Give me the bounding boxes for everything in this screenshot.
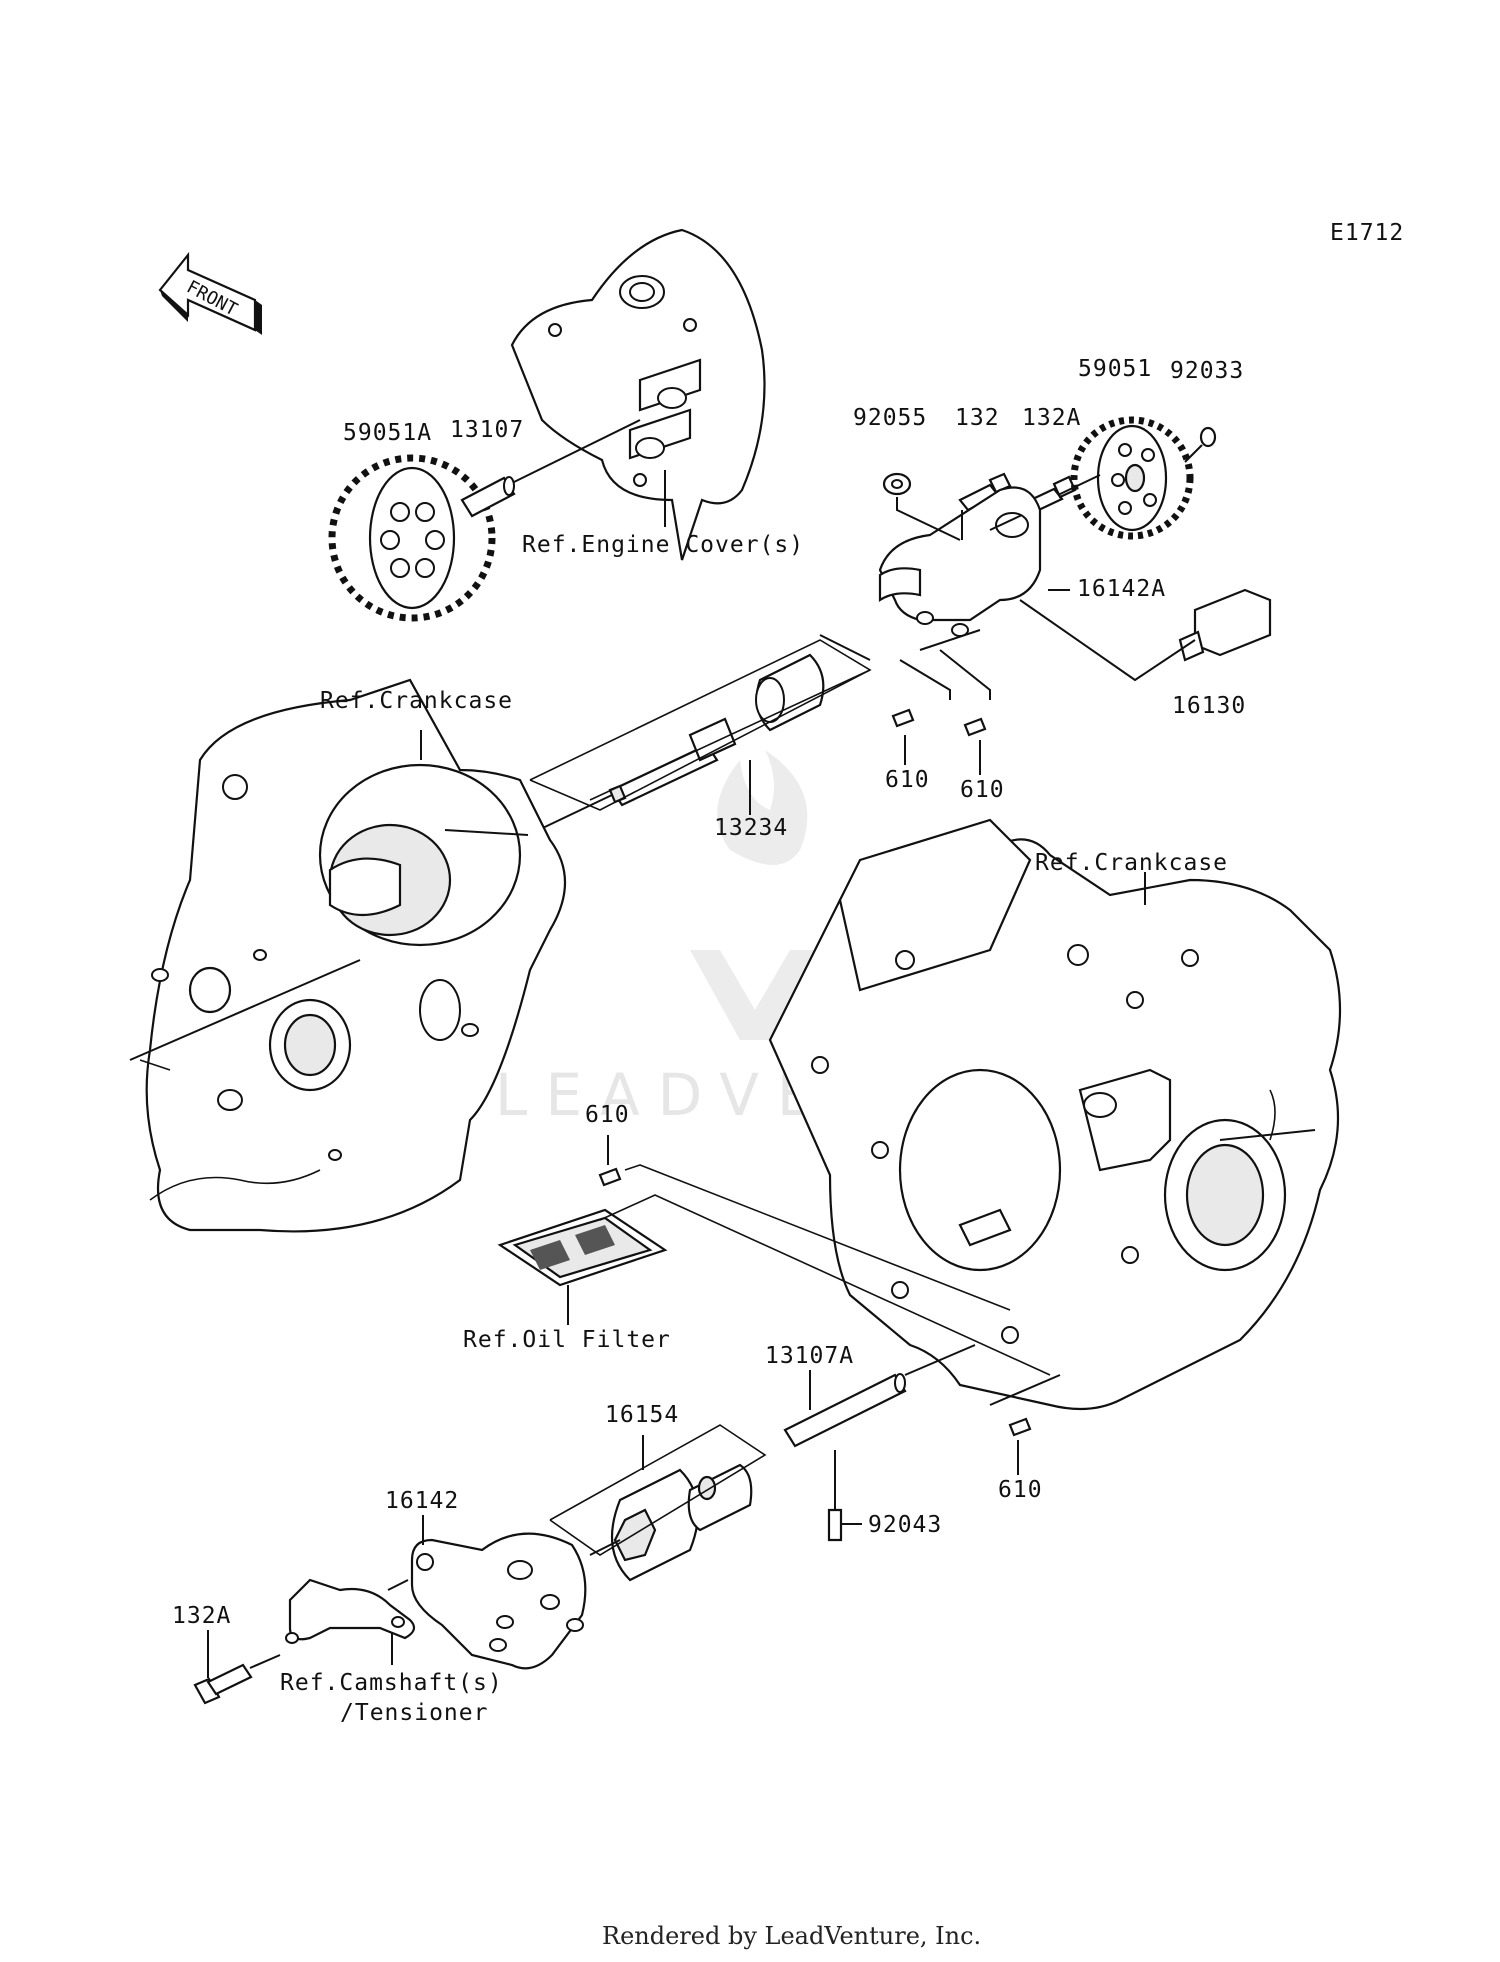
pin-13107 <box>460 476 516 518</box>
relief-valve-16130 <box>1178 588 1272 662</box>
camshaft-tensioner-reference <box>285 1578 416 1644</box>
gear-59051 <box>1070 416 1194 540</box>
diagram-code: E1712 <box>1330 220 1404 246</box>
label-610-a: 610 <box>885 767 930 793</box>
footer-credit: Rendered by LeadVenture, Inc. <box>602 1922 981 1950</box>
dowel-610-c <box>598 1167 622 1187</box>
label-132A-top: 132A <box>1022 405 1081 431</box>
oil-pump-body-16142A <box>878 486 1042 637</box>
gear-59051A <box>328 454 496 622</box>
label-ref-engine-cover: Ref.Engine Cover(s) <box>522 532 804 558</box>
label-59051: 59051 <box>1078 356 1152 382</box>
front-arrow-icon: FRONT <box>158 251 262 335</box>
pin-13107A <box>783 1373 907 1448</box>
label-610-c: 610 <box>585 1102 630 1128</box>
label-610-d: 610 <box>998 1477 1043 1503</box>
part-labels: 59051A 13107 Ref.Engine Cover(s) 92055 1… <box>172 356 1246 1726</box>
circlip-92033 <box>1199 426 1217 448</box>
dowel-610-d <box>1008 1417 1032 1437</box>
pump-cover-16142 <box>410 1532 587 1670</box>
label-132: 132 <box>955 405 1000 431</box>
bolt-132 <box>958 472 1012 512</box>
label-92055: 92055 <box>853 405 927 431</box>
label-16154: 16154 <box>605 1402 679 1428</box>
washer-92055 <box>882 472 912 496</box>
label-59051A: 59051A <box>343 420 432 446</box>
label-13107A: 13107A <box>765 1343 854 1369</box>
dowel-610-a <box>891 708 915 728</box>
label-13234: 13234 <box>714 815 788 841</box>
outer-rotor-16154 <box>610 1463 753 1582</box>
label-ref-tensioner: /Tensioner <box>340 1700 488 1726</box>
label-16130: 16130 <box>1172 693 1246 719</box>
label-ref-crankcase-left: Ref.Crankcase <box>320 688 513 714</box>
bolt-132A-bottom <box>193 1663 253 1705</box>
label-92043: 92043 <box>868 1512 942 1538</box>
label-610-b: 610 <box>960 777 1005 803</box>
label-16142: 16142 <box>385 1488 459 1514</box>
label-16142A: 16142A <box>1077 576 1166 602</box>
label-13107: 13107 <box>450 417 524 443</box>
oil-filter-reference <box>497 1208 668 1287</box>
crankcase-left-reference <box>139 678 566 1233</box>
label-ref-camshaft: Ref.Camshaft(s) <box>280 1670 503 1696</box>
label-92033: 92033 <box>1170 358 1244 384</box>
dowel-610-b <box>963 717 987 737</box>
label-132A-bottom: 132A <box>172 1603 231 1629</box>
label-ref-oil-filter: Ref.Oil Filter <box>463 1327 671 1353</box>
label-ref-crankcase-right: Ref.Crankcase <box>1035 850 1228 876</box>
engine-cover-reference <box>510 228 766 561</box>
crankcase-right-reference <box>768 818 1342 1411</box>
pin-92043 <box>827 1508 843 1542</box>
